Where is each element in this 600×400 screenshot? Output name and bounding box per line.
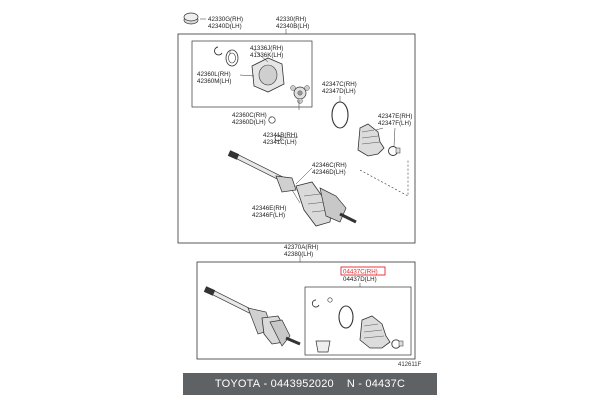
label-41336k: 41336K(LH) [250,52,283,59]
inner-joint-box [191,40,313,108]
footer-brand: TOYOTA [214,378,261,390]
lower-drive-shaft [203,286,301,347]
label-42341b: 42341B(RH) [263,132,297,139]
footer-separator-2: N - [333,378,366,390]
lower-assembly-box [196,261,416,360]
leader-dashed-upper [359,160,409,197]
leader-lines [200,18,396,287]
label-42346f: 42346F(LH) [252,212,285,219]
kit-band-part [338,305,354,329]
boot-band-part [331,101,349,129]
label-42330: 42330(RH) [276,16,306,23]
label-42346d: 42346D(LH) [312,169,346,176]
label-42347c: 42347C(RH) [322,81,357,88]
part-info-footer: TOYOTA - 0443952020 N - 04437C [183,373,437,395]
kit-clip-part [311,297,333,308]
label-42347d: 42347D(LH) [322,88,356,95]
grease-tube-part [315,340,331,353]
cap-part [183,12,199,25]
upper-assembly-box [177,33,416,244]
label-42340b: 42340B(LH) [276,23,309,30]
footer-code: 04437C [365,378,406,390]
footer-part-number: 0443952020 [270,378,334,390]
boot-kit-box [304,286,412,356]
highlight-box [340,266,386,276]
label-42380: 42380(LH) [284,251,313,258]
clamp-part [388,146,401,156]
tulip-housing-part [251,57,285,93]
label-42347e: 42347E(RH) [378,113,412,120]
seal-ring-part [225,49,239,67]
label-42360m: 42360M(LH) [197,78,231,85]
footer-separator-1: - [260,378,271,390]
snap-ring-part [214,46,223,56]
label-42346e: 42346E(RH) [252,205,286,212]
kit-boot-part [359,315,391,349]
label-42346c: 42346C(RH) [312,162,347,169]
diagram-id: 412611F [398,362,422,368]
label-04437d: 04437D(LH) [343,276,377,283]
tripod-part [290,85,310,104]
kit-clamp-part [391,339,404,349]
label-42330g: 42330G(RH) [208,16,243,23]
label-41336j: 41336J(RH) [250,45,283,52]
label-42360d: 42360D(LH) [232,119,266,126]
label-42360c: 42360C(RH) [232,112,267,119]
label-42360l: 42360L(RH) [197,71,231,78]
outer-boot-part [357,123,385,157]
upper-drive-shaft [227,150,357,227]
label-42347f: 42347F(LH) [378,120,411,127]
label-42370a: 42370A(RH) [284,244,318,251]
label-42341c: 42341C(LH) [263,139,297,146]
label-42340d: 42340D(LH) [208,23,242,30]
label-04437c: 04437C(RH) [343,269,378,276]
